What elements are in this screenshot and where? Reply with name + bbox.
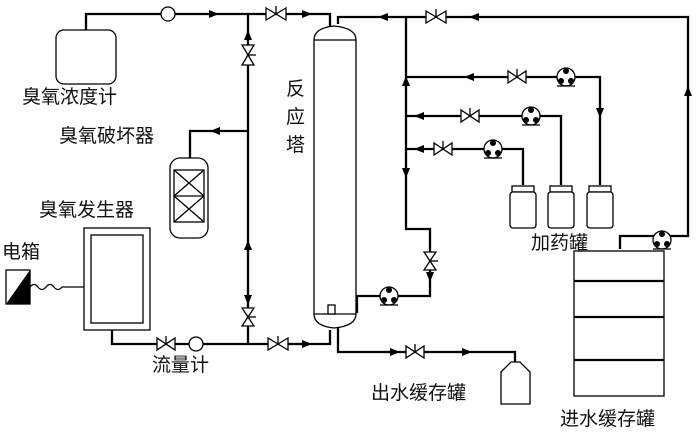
recycle-line-top xyxy=(336,15,690,249)
dosing-tank-1 xyxy=(509,185,537,229)
pump-dosing-3[interactable] xyxy=(483,139,503,159)
label-ozone-destructor: 臭氧破坏器 xyxy=(59,125,155,147)
flow-arrows xyxy=(209,10,692,356)
label-reactor-line-1: 反 xyxy=(286,78,306,100)
label-ozone-generator: 臭氧发生器 xyxy=(39,199,135,221)
valve-dosing-3[interactable] xyxy=(433,141,453,157)
dosing-tank-2 xyxy=(547,185,575,229)
label-reactor-line-3: 塔 xyxy=(286,134,306,156)
inlet-buffer-drum xyxy=(573,250,665,397)
reactor-outlet-line xyxy=(336,320,517,362)
valve-bypass-lower[interactable] xyxy=(240,307,256,327)
label-reactor-line-2: 应 xyxy=(286,106,306,128)
label-power-box: 电箱 xyxy=(2,241,41,263)
label-dosing-tanks: 加药罐 xyxy=(531,232,589,254)
ozone-meter-box xyxy=(55,29,117,85)
dosing-line-1 xyxy=(406,75,602,185)
ozone-generator xyxy=(83,227,151,331)
label-inlet-buffer-tank: 进水缓存罐 xyxy=(560,408,656,430)
ozone-destructor xyxy=(169,157,209,239)
valve-top-right[interactable] xyxy=(265,6,287,22)
valve-bypass-upper[interactable] xyxy=(240,44,256,66)
destructor-line xyxy=(188,129,248,158)
label-outlet-buffer-tank: 出水缓存罐 xyxy=(371,382,467,404)
outlet-buffer-tank xyxy=(500,361,531,405)
label-flow-meter: 流量计 xyxy=(152,354,210,376)
valve-flow-meter[interactable] xyxy=(156,336,176,352)
reactor-tower xyxy=(313,25,357,329)
valve-dosing-2[interactable] xyxy=(460,108,480,124)
label-ozone-meter: 臭氧浓度计 xyxy=(22,86,118,108)
valve-dosing-1[interactable] xyxy=(507,69,527,85)
valve-circulation[interactable] xyxy=(422,251,438,271)
generator-to-reactor-line xyxy=(110,330,332,346)
power-box xyxy=(5,269,84,305)
valve-recycle[interactable] xyxy=(425,9,447,25)
dosing-tank-3 xyxy=(586,185,614,229)
dosing-line-3 xyxy=(406,147,525,185)
ozone-line-top xyxy=(84,12,332,30)
pump-dosing-2[interactable] xyxy=(521,106,541,126)
flow-meter-icon xyxy=(188,336,204,352)
pump-dosing-1[interactable] xyxy=(556,67,576,87)
valve-outlet[interactable] xyxy=(405,344,425,360)
circulation-line xyxy=(346,17,432,314)
pump-inlet[interactable] xyxy=(652,230,672,250)
dosing-line-2 xyxy=(406,114,563,185)
ozone-line-gauge xyxy=(160,6,176,22)
pump-circulation[interactable] xyxy=(379,286,399,306)
valve-gas-inlet[interactable] xyxy=(267,336,289,352)
